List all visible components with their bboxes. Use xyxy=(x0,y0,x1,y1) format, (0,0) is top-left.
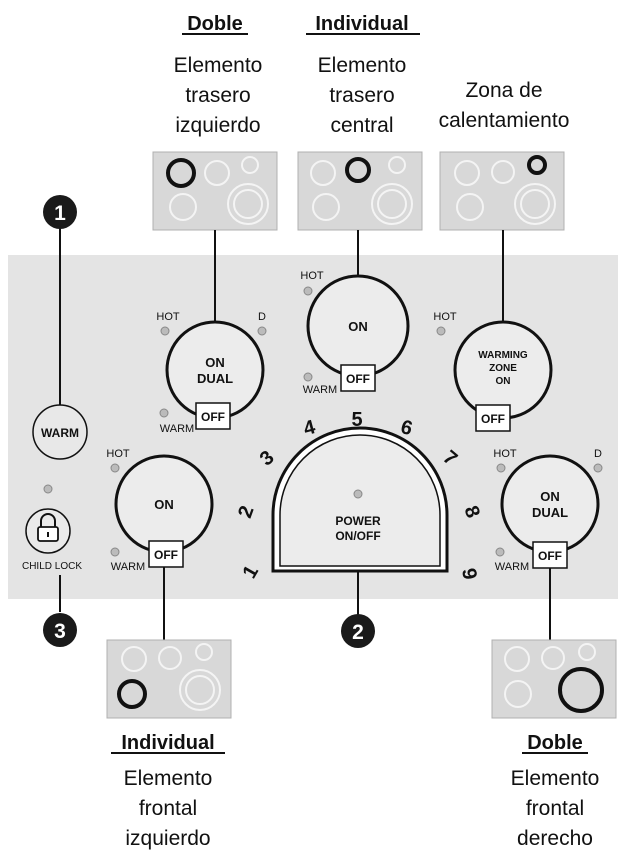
svg-text:ON/OFF: ON/OFF xyxy=(335,529,380,543)
warming-hot-label: HOT xyxy=(433,311,457,323)
svg-text:WARMING: WARMING xyxy=(478,350,528,361)
callout-2: 2 xyxy=(341,614,375,648)
label-rear-left: Doble Elemento trasero izquierdo xyxy=(174,13,263,137)
rear-center-warm-led xyxy=(303,372,313,382)
svg-text:OFF: OFF xyxy=(538,549,562,563)
svg-text:OFF: OFF xyxy=(346,372,370,386)
front-left-heading: Individual xyxy=(121,732,214,754)
rear-center-hot-led xyxy=(303,286,313,296)
knob-warming-zone[interactable]: WARMING ZONE ON xyxy=(453,320,553,420)
front-right-hot-led xyxy=(496,463,506,473)
warming-off-button[interactable] xyxy=(475,404,511,432)
front-left-line-3: izquierdo xyxy=(125,827,210,850)
warming-line-2: calentamiento xyxy=(439,109,570,132)
warming-hot-led xyxy=(436,326,446,336)
svg-text:DUAL: DUAL xyxy=(197,371,233,386)
svg-text:DUAL: DUAL xyxy=(532,505,568,520)
front-right-d-label: D xyxy=(594,448,602,460)
front-right-line-2: frontal xyxy=(526,797,584,820)
front-right-warm-label: WARM xyxy=(495,561,529,573)
knob-rear-center[interactable]: ON xyxy=(306,274,410,378)
front-right-hot-label: HOT xyxy=(493,448,517,460)
label-warming: Zona de calentamiento xyxy=(439,79,570,132)
front-left-hot-label: HOT xyxy=(106,448,130,460)
label-front-left: Individual Elemento frontal izquierdo xyxy=(111,732,225,850)
power-dial[interactable]: POWER ON/OFF xyxy=(271,426,449,573)
rear-center-line-1: Elemento xyxy=(318,54,407,77)
label-front-right: Doble Elemento frontal derecho xyxy=(511,732,600,850)
knob-front-right[interactable]: ON DUAL xyxy=(500,454,600,554)
lock-icon xyxy=(40,513,56,527)
svg-text:POWER: POWER xyxy=(335,514,381,528)
front-right-line-1: Elemento xyxy=(511,767,600,790)
child-lock-button[interactable]: CHILD LOCK xyxy=(22,484,82,572)
callout-1: 1 xyxy=(43,195,77,229)
dial-number-9: 9 xyxy=(457,567,481,582)
rear-center-line-3: central xyxy=(330,114,393,137)
rear-left-hot-label: HOT xyxy=(156,311,180,323)
svg-text:OFF: OFF xyxy=(201,410,225,424)
rear-left-d-label: D xyxy=(258,311,266,323)
front-right-d-led xyxy=(593,463,603,473)
front-left-off-button[interactable] xyxy=(148,540,184,568)
rear-center-warm-label: WARM xyxy=(303,384,337,396)
front-left-hot-led xyxy=(110,463,120,473)
knob-rear-left[interactable]: ON DUAL xyxy=(165,320,265,420)
dial-number-5: 5 xyxy=(351,409,362,431)
svg-text:OFF: OFF xyxy=(154,548,178,562)
svg-text:ON: ON xyxy=(348,319,368,334)
dial-number-6: 6 xyxy=(398,416,414,440)
rear-center-heading: Individual xyxy=(315,13,408,35)
svg-text:ON: ON xyxy=(540,489,560,504)
front-left-line-2: frontal xyxy=(139,797,197,820)
warm-button[interactable]: WARM xyxy=(32,404,88,460)
svg-text:3: 3 xyxy=(54,620,66,643)
cooktop-rear-left xyxy=(152,151,278,231)
svg-text:ON: ON xyxy=(496,376,511,387)
rear-left-line-3: izquierdo xyxy=(175,114,260,137)
power-led xyxy=(353,489,363,499)
knob-front-left[interactable]: ON xyxy=(114,454,214,554)
cooktop-rear-center xyxy=(297,151,423,231)
cooktop-warming xyxy=(439,151,565,231)
front-right-line-3: derecho xyxy=(517,827,593,850)
front-left-line-1: Elemento xyxy=(124,767,213,790)
rear-left-warm-led xyxy=(159,408,169,418)
svg-text:1: 1 xyxy=(54,202,66,225)
svg-text:WARM: WARM xyxy=(41,426,79,440)
svg-text:ON: ON xyxy=(154,497,174,512)
rear-left-warm-label: WARM xyxy=(160,423,194,435)
svg-text:ZONE: ZONE xyxy=(489,363,517,374)
rear-left-d-led xyxy=(257,326,267,336)
callout-3: 3 xyxy=(43,613,77,647)
rear-center-line-2: trasero xyxy=(329,84,394,107)
rear-center-off-button[interactable] xyxy=(340,364,376,392)
rear-left-off-button[interactable] xyxy=(195,402,231,430)
rear-left-line-1: Elemento xyxy=(174,54,263,77)
rear-left-heading: Doble xyxy=(187,13,243,35)
front-left-warm-led xyxy=(110,547,120,557)
rear-center-hot-label: HOT xyxy=(300,270,324,282)
cooktop-front-right xyxy=(491,639,617,719)
label-rear-center: Individual Elemento trasero central xyxy=(306,13,420,137)
warming-line-1: Zona de xyxy=(465,79,542,102)
rear-left-hot-led xyxy=(160,326,170,336)
front-left-warm-label: WARM xyxy=(111,561,145,573)
rear-left-line-2: trasero xyxy=(185,84,250,107)
svg-text:2: 2 xyxy=(352,621,364,644)
child-lock-label: CHILD LOCK xyxy=(22,561,82,572)
svg-text:OFF: OFF xyxy=(481,412,505,426)
front-right-warm-led xyxy=(495,547,505,557)
front-right-heading: Doble xyxy=(527,732,583,754)
cooktop-front-left xyxy=(106,639,232,719)
svg-text:ON: ON xyxy=(205,355,225,370)
